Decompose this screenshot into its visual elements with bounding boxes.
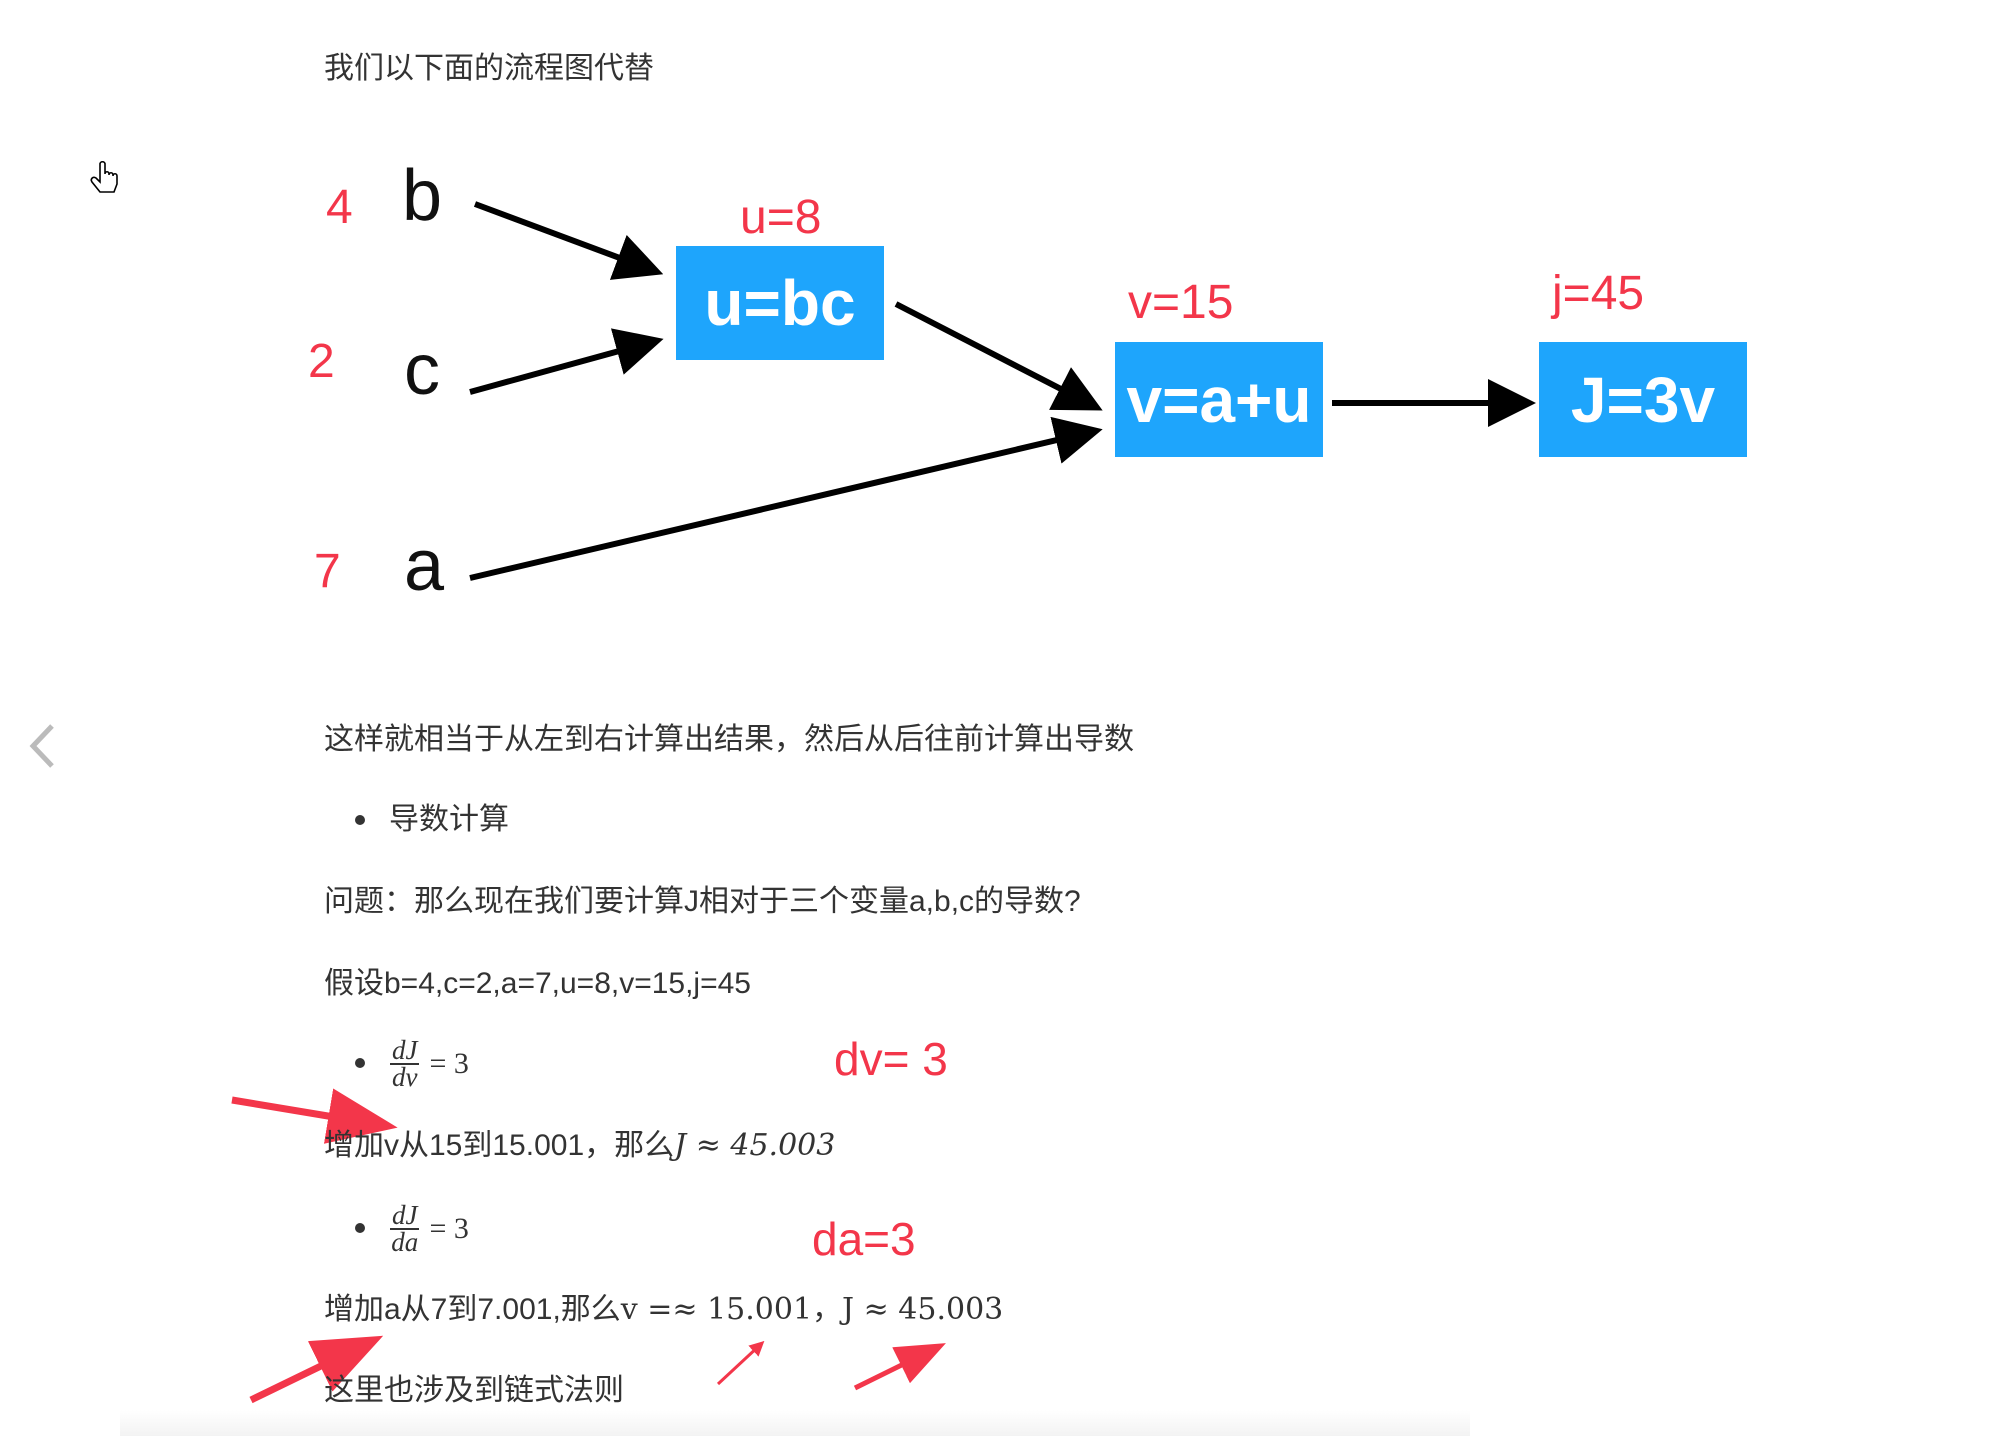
bullet-dot xyxy=(355,1223,365,1233)
paragraph-chain-rule: 这里也涉及到链式法则 xyxy=(324,1374,624,1407)
paragraph-left-to-right: 这样就相当于从左到右计算出结果，然后从后往前计算出导数 xyxy=(324,723,1134,756)
node-u: u=bc xyxy=(676,246,884,360)
input-c: c xyxy=(404,330,440,410)
node-v: v=a+u xyxy=(1115,342,1323,457)
value-b: 4 xyxy=(326,181,353,234)
increase-a-math: v =≈ 15.001，J ≈ 45.003 xyxy=(620,1292,1004,1327)
frac-rhs: = 3 xyxy=(429,1047,469,1080)
frac-num: dJ xyxy=(390,1200,420,1230)
intro-text: 我们以下面的流程图代替 xyxy=(324,52,654,85)
node-v-value: v=15 xyxy=(1128,276,1234,329)
value-a: 7 xyxy=(314,545,341,598)
arrow-b-to-u xyxy=(473,201,664,280)
bullet-derivative-calc: 导数计算 xyxy=(389,803,509,836)
paragraph-assumption: 假设b=4,c=2,a=7,u=8,v=15,j=45 xyxy=(324,967,751,1000)
note-da: da=3 xyxy=(812,1213,916,1265)
node-j-value: j=45 xyxy=(1552,267,1645,320)
frac-num: dJ xyxy=(390,1035,420,1065)
node-j: J=3v xyxy=(1539,342,1747,457)
input-a: a xyxy=(404,526,445,606)
bullet-dot xyxy=(355,1058,365,1068)
arrow-c-to-u xyxy=(469,328,664,395)
red-annotation-arrow xyxy=(853,1343,946,1391)
bullet-dot xyxy=(355,815,365,825)
input-b: b xyxy=(402,156,443,236)
back-chevron-icon xyxy=(29,724,54,768)
note-dv: dv= 3 xyxy=(834,1033,948,1085)
increase-a-text: 增加a从7到7.001,那么 xyxy=(324,1293,621,1326)
red-annotation-arrow xyxy=(249,1335,384,1404)
arrow-u-to-v xyxy=(894,301,1103,411)
paragraph-increase-v: 增加v从15到15.001，那么J ≈ 45.003 xyxy=(324,1126,835,1166)
paragraph-question: 问题：那么现在我们要计算J相对于三个变量a,b,c的导数? xyxy=(324,885,1081,918)
hand-cursor-icon xyxy=(90,160,118,193)
frac-rhs: = 3 xyxy=(429,1212,469,1245)
bottom-shadow xyxy=(120,1410,1470,1436)
paragraph-increase-a: 增加a从7到7.001,那么v =≈ 15.001，J ≈ 45.003 xyxy=(324,1290,1003,1330)
arrow-a-to-v xyxy=(469,416,1103,581)
node-u-value: u=8 xyxy=(740,191,822,244)
increase-v-text: 增加v从15到15.001，那么 xyxy=(324,1129,675,1162)
increase-v-math: J ≈ 45.003 xyxy=(674,1128,836,1163)
red-annotation-arrow xyxy=(231,1088,398,1144)
frac-den: da xyxy=(391,1227,419,1257)
red-annotation-arrow xyxy=(716,1340,765,1386)
frac-den: dv xyxy=(392,1062,418,1092)
value-c: 2 xyxy=(308,335,335,388)
